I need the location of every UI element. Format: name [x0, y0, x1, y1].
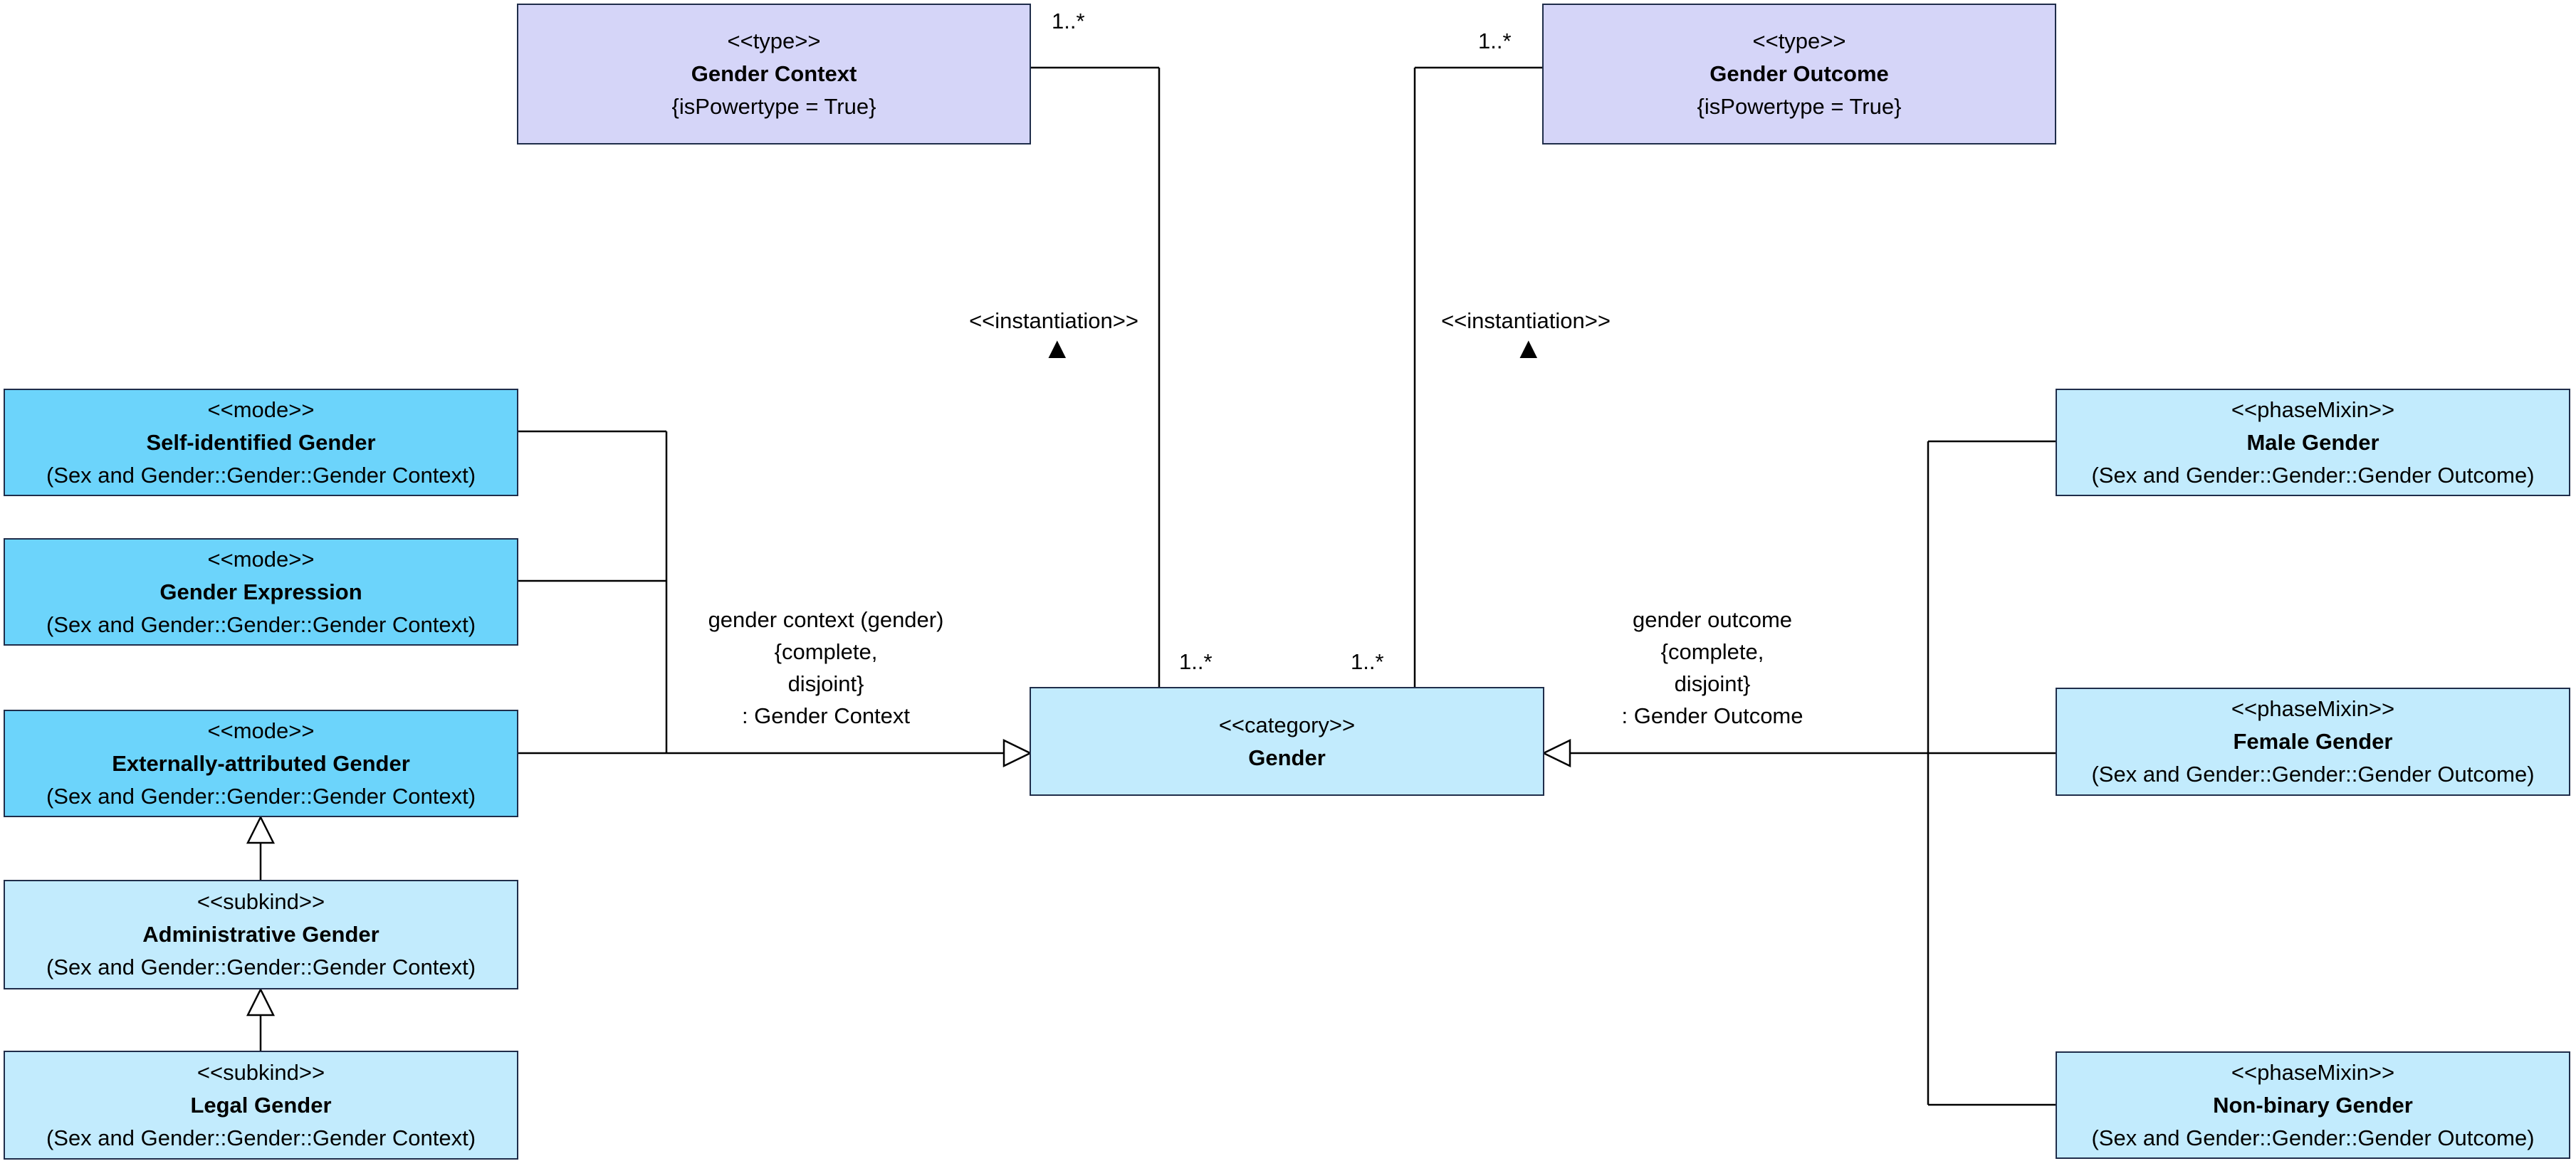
- stereotype-label: <<phaseMixin>>: [2231, 696, 2395, 721]
- class-package: (Sex and Gender::Gender::Gender Context): [46, 955, 476, 979]
- instantiation-label-right: <<instantiation>>: [1441, 308, 1611, 333]
- class-package: (Sex and Gender::Gender::Gender Context): [46, 611, 476, 637]
- stereotype-label: <<subkind>>: [197, 889, 325, 914]
- instantiation-direction-arrow: ▲: [1042, 331, 1072, 364]
- class-male-gender[interactable]: <<phaseMixin>> Male Gender (Sex and Gend…: [2056, 389, 2570, 496]
- class-name: Non-binary Gender: [2213, 1092, 2413, 1118]
- class-name: Legal Gender: [190, 1092, 332, 1118]
- class-package: (Sex and Gender::Gender::Gender Context): [46, 783, 476, 809]
- stereotype-label: <<mode>>: [207, 546, 315, 572]
- stereotype-label: <<subkind>>: [197, 1059, 325, 1085]
- class-administrative-gender[interactable]: <<subkind>> Administrative Gender (Sex a…: [4, 880, 518, 989]
- class-package: (Sex and Gender::Gender::Gender Outcome): [2091, 1125, 2535, 1150]
- multiplicity-label: 1..*: [1179, 649, 1213, 674]
- class-name: Self-identified Gender: [146, 429, 376, 455]
- instantiation-direction-arrow: ▲: [1514, 331, 1544, 364]
- multiplicity-label: 1..*: [1052, 9, 1085, 33]
- class-name: Externally-attributed Gender: [112, 750, 410, 776]
- class-name: Gender Context: [691, 61, 857, 86]
- class-externally-attributed-gender[interactable]: <<mode>> Externally-attributed Gender (S…: [4, 710, 518, 817]
- class-package: (Sex and Gender::Gender::Gender Outcome): [2091, 762, 2535, 787]
- generalization-arrowhead: [246, 987, 276, 1017]
- generalization-arrowhead: [1541, 739, 1571, 767]
- class-constraint: {isPowertype = True}: [1697, 94, 1902, 119]
- class-non-binary-gender[interactable]: <<phaseMixin>> Non-binary Gender (Sex an…: [2056, 1051, 2570, 1159]
- class-gender-expression[interactable]: <<mode>> Gender Expression (Sex and Gend…: [4, 538, 518, 646]
- class-name: Administrative Gender: [142, 922, 379, 947]
- class-name: Male Gender: [2246, 429, 2379, 455]
- class-female-gender[interactable]: <<phaseMixin>> Female Gender (Sex and Ge…: [2056, 688, 2570, 796]
- generalization-arrowhead: [1002, 739, 1032, 767]
- stereotype-label: <<mode>>: [207, 396, 315, 422]
- stereotype-label: <<type>>: [1752, 28, 1846, 53]
- class-package: (Sex and Gender::Gender::Gender Context): [46, 462, 476, 488]
- class-name: Gender Expression: [159, 579, 362, 604]
- class-package: (Sex and Gender::Gender::Gender Outcome): [2091, 462, 2535, 488]
- generalization-set-label-outcome: gender outcome {complete, disjoint} : Ge…: [1621, 607, 1803, 728]
- stereotype-label: <<category>>: [1218, 712, 1356, 737]
- multiplicity-label: 1..*: [1351, 649, 1384, 674]
- class-legal-gender[interactable]: <<subkind>> Legal Gender (Sex and Gender…: [4, 1051, 518, 1160]
- stereotype-label: <<phaseMixin>>: [2231, 1059, 2395, 1085]
- generalization-arrowhead: [246, 815, 276, 844]
- class-name: Gender Outcome: [1710, 61, 1889, 86]
- class-self-identified-gender[interactable]: <<mode>> Self-identified Gender (Sex and…: [4, 389, 518, 496]
- class-gender-outcome[interactable]: <<type>> Gender Outcome {isPowertype = T…: [1542, 4, 2056, 145]
- class-package: (Sex and Gender::Gender::Gender Context): [46, 1125, 476, 1150]
- class-name: Female Gender: [2233, 729, 2393, 754]
- stereotype-label: <<type>>: [727, 28, 821, 53]
- class-constraint: {isPowertype = True}: [671, 94, 876, 119]
- stereotype-label: <<phaseMixin>>: [2231, 396, 2395, 422]
- class-gender-context[interactable]: <<type>> Gender Context {isPowertype = T…: [517, 4, 1031, 145]
- instantiation-label-left: <<instantiation>>: [969, 308, 1138, 333]
- multiplicity-label: 1..*: [1478, 28, 1512, 53]
- class-name: Gender: [1248, 745, 1326, 770]
- class-gender[interactable]: <<category>> Gender: [1030, 687, 1544, 796]
- generalization-set-label-context: gender context (gender) {complete, disjo…: [708, 607, 944, 728]
- stereotype-label: <<mode>>: [207, 718, 315, 743]
